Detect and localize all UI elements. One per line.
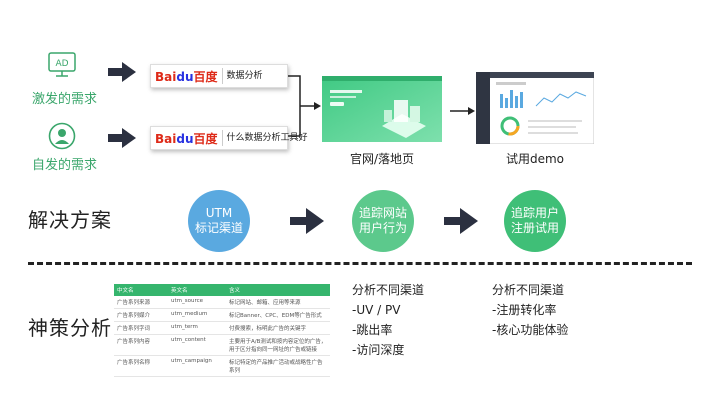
table-cell: utm_content	[168, 334, 226, 356]
baidu-search-box-2: Baidu百度 什么数据分析工具好	[150, 126, 308, 150]
track-behavior-circle: 追踪网站 用户行为	[352, 190, 414, 252]
svg-text:AD: AD	[55, 59, 68, 69]
table-header: 含义	[226, 284, 330, 296]
circle-label: 标记渠道	[194, 221, 243, 235]
table-cell: 广告系列来源	[114, 296, 168, 309]
table-row: 广告系列字词 utm_term 付费搜索，标明此广告的关键字	[114, 321, 330, 335]
arrow-right-icon	[108, 62, 136, 82]
channel-analysis-list-2: 分析不同渠道 -注册转化率 -核心功能体验	[492, 280, 568, 340]
utm-tag-circle: UTM 标记渠道	[188, 190, 250, 252]
circle-label: 追踪网站	[358, 206, 407, 220]
track-signup-circle: 追踪用户 注册试用	[504, 190, 566, 252]
table-cell: utm_campaign	[168, 355, 226, 377]
search-input[interactable]: 什么数据分析工具好	[221, 130, 312, 146]
list-item: -核心功能体验	[492, 323, 569, 337]
table-header: 英文名	[168, 284, 226, 296]
table-cell: utm_term	[168, 321, 226, 335]
table-header: 中文名	[114, 284, 168, 296]
list-item: -UV / PV	[352, 303, 401, 317]
table-cell: 广告系列内容	[114, 334, 168, 356]
search-input[interactable]: 数据分析	[221, 68, 287, 84]
utm-table-wrapper: 中文名 英文名 含义 广告系列来源 utm_source 标记网站、邮箱、应用等…	[114, 284, 330, 377]
utm-table: 中文名 英文名 含义 广告系列来源 utm_source 标记网站、邮箱、应用等…	[114, 284, 330, 377]
table-cell: 标记Banner、CPC、EDM等广告形式	[226, 308, 330, 322]
list-item: -访问深度	[352, 343, 405, 357]
list-item: -注册转化率	[492, 303, 557, 317]
baidu-logo: Baidu百度	[155, 131, 218, 146]
baidu-search-box-1: Baidu百度 数据分析	[150, 64, 288, 88]
circle-label: 追踪用户	[510, 206, 559, 220]
table-row: 广告系列名称 utm_campaign 标记特定的产品推广活动或战略性广告系列	[114, 355, 330, 377]
demo-thumbnail	[475, 71, 595, 145]
passive-demand-label: 激发的需求	[32, 92, 98, 107]
analysis-title: 神策分析	[28, 316, 112, 340]
table-cell: 广告系列字词	[114, 321, 168, 335]
table-row: 广告系列媒介 utm_medium 标记Banner、CPC、EDM等广告形式	[114, 308, 330, 322]
circle-label: 注册试用	[510, 221, 559, 235]
connector-lines	[288, 74, 322, 138]
arrow-right-icon	[108, 128, 136, 148]
list-heading: 分析不同渠道	[492, 283, 565, 297]
table-cell: 广告系列媒介	[114, 308, 168, 322]
circle-label: 用户行为	[358, 221, 407, 235]
table-cell: 付费搜索，标明此广告的关键字	[226, 321, 330, 335]
solution-title: 解决方案	[28, 208, 112, 232]
landing-page-thumbnail	[322, 76, 442, 142]
landing-page-caption: 官网/落地页	[349, 152, 415, 166]
table-cell: utm_medium	[168, 308, 226, 322]
arrow-right-icon	[290, 208, 324, 234]
dashed-divider	[28, 262, 692, 265]
list-item: -跳出率	[352, 323, 393, 337]
table-cell: 主要用于A/B测试和按内容定位的广告，用于区分指向同一网址的广告或链接	[226, 334, 330, 356]
baidu-logo: Baidu百度	[155, 69, 218, 84]
table-cell: utm_source	[168, 296, 226, 309]
table-cell: 标记特定的产品推广活动或战略性广告系列	[226, 355, 330, 377]
circle-label: UTM	[205, 206, 233, 220]
channel-analysis-list-1: 分析不同渠道 -UV / PV -跳出率 -访问深度	[352, 280, 424, 360]
table-row: 广告系列来源 utm_source 标记网站、邮箱、应用等来源	[114, 296, 330, 309]
self-demand-icon	[48, 122, 76, 150]
demo-caption: 试用demo	[505, 152, 565, 166]
table-cell: 标记网站、邮箱、应用等来源	[226, 296, 330, 309]
arrow-right-icon	[450, 102, 476, 115]
table-cell: 广告系列名称	[114, 355, 168, 377]
list-heading: 分析不同渠道	[352, 283, 425, 297]
self-demand-label: 自发的需求	[32, 158, 98, 173]
arrow-right-icon	[444, 208, 478, 234]
table-row: 广告系列内容 utm_content 主要用于A/B测试和按内容定位的广告，用于…	[114, 334, 330, 356]
ad-icon: AD	[48, 52, 76, 78]
